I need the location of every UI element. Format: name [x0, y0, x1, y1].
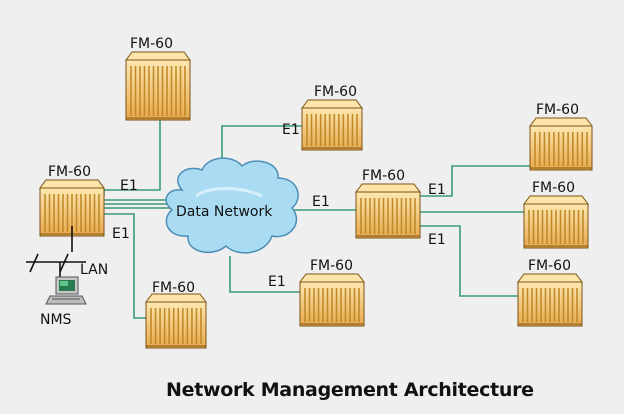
device-label-right-1: FM-60: [536, 102, 579, 118]
link-rc-to-right3: [420, 225, 518, 297]
diagram-title: Network Management Architecture: [166, 379, 534, 401]
device-top-left: [125, 51, 191, 121]
cloud-label: Data Network: [176, 204, 273, 220]
lan-segment: [26, 226, 86, 278]
connection-lines: [103, 118, 530, 319]
data-network-cloud: [165, 157, 299, 254]
link-left-to-bottom: [104, 213, 146, 319]
link-cloud-to-bottomcenter: [229, 256, 300, 293]
e1-label-bottom-center: E1: [268, 274, 286, 290]
link-rc-to-right1: [420, 165, 530, 197]
e1-label-right-top: E1: [428, 182, 446, 198]
device-label-left: FM-60: [48, 164, 91, 180]
device-right-center: [355, 183, 421, 239]
e1-label-right-bottom: E1: [428, 232, 446, 248]
device-right-2: [523, 195, 589, 249]
device-label-bottom-center: FM-60: [310, 258, 353, 274]
device-top-center: [301, 99, 363, 151]
e1-label-left-top: E1: [120, 178, 138, 194]
e1-label-cloud-right: E1: [312, 194, 330, 210]
link-cloud-to-topcenter: [221, 125, 302, 172]
device-label-right-2: FM-60: [532, 180, 575, 196]
device-label-top-left: FM-60: [130, 36, 173, 52]
device-right-1: [529, 117, 593, 171]
devices: [39, 51, 593, 349]
device-bottom-center: [299, 273, 365, 327]
e1-label-top-center: E1: [282, 122, 300, 138]
device-label-right-3: FM-60: [528, 258, 571, 274]
e1-label-left-bottom: E1: [112, 226, 130, 242]
device-label-bottom-left: FM-60: [152, 280, 195, 296]
lan-label: LAN: [80, 262, 108, 278]
device-label-top-center: FM-60: [314, 84, 357, 100]
device-label-right-center: FM-60: [362, 168, 405, 184]
nms-computer-icon: [45, 276, 87, 305]
device-right-3: [517, 273, 583, 327]
nms-label: NMS: [40, 312, 72, 328]
device-bottom-left: [145, 293, 207, 349]
